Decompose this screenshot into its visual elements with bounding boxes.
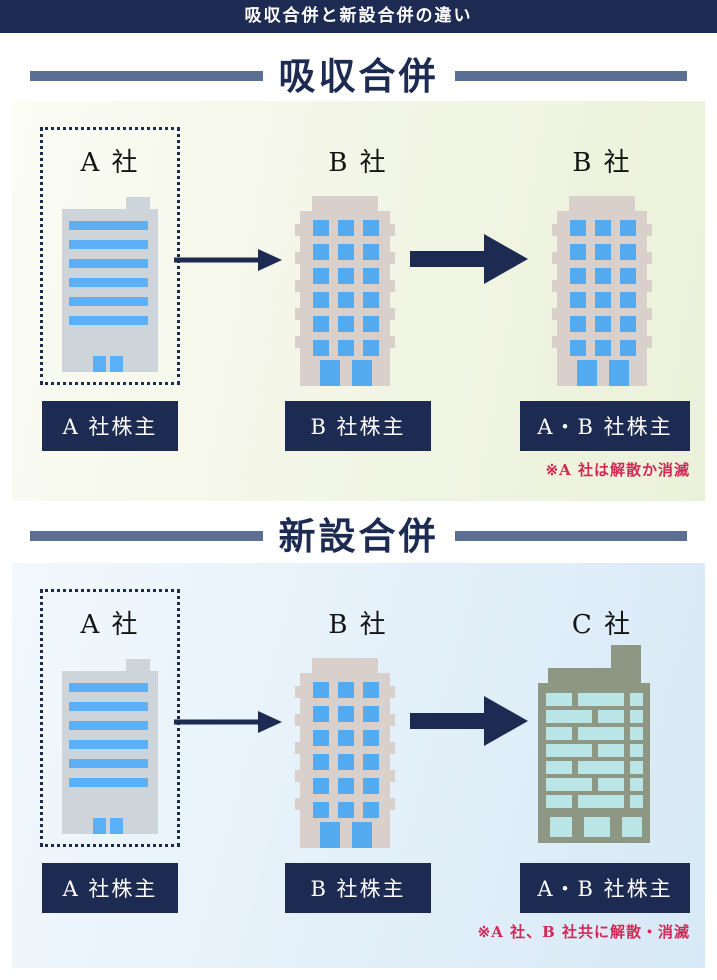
shareholder-badge-b: B 社株主: [285, 401, 431, 451]
section-title-row-consolidation: 新設合併: [30, 513, 687, 559]
building-a-icon: [62, 197, 158, 372]
company-label-a: A 社: [80, 148, 140, 178]
shareholder-badge-result: A・B 社株主: [520, 401, 690, 451]
title-divider-bar: [30, 71, 263, 81]
title-divider-bar: [30, 531, 263, 541]
company-label-a: A 社: [80, 610, 140, 640]
building-b-icon: [295, 196, 395, 386]
company-label-b: B 社: [328, 610, 388, 640]
arrow-right-thin-icon: [174, 707, 282, 737]
panel-consolidation: A 社 B 社 C 社 A 社株主 B 社株主 A・B 社株主 ※A 社、B 社…: [12, 563, 705, 968]
arrow-right-bold-icon: [410, 234, 528, 284]
shareholder-badge-b: B 社株主: [285, 863, 431, 913]
arrow-right-thin-icon: [174, 245, 282, 275]
dissolution-note: ※A 社は解散か消滅: [545, 461, 690, 479]
section-title-absorption: 吸収合併: [278, 53, 439, 98]
dotted-highlight-box: [40, 589, 180, 847]
panel-absorption: A 社 B 社 B 社 A 社株主 B 社株主 A・B 社株主 ※A 社は解散か…: [12, 101, 705, 501]
shareholder-badge-a: A 社株主: [42, 401, 178, 451]
arrow-right-bold-icon: [410, 696, 528, 746]
dissolution-note: ※A 社、B 社共に解散・消滅: [477, 923, 690, 941]
title-divider-bar: [454, 531, 687, 541]
company-label-result: B 社: [572, 148, 632, 178]
page-title: 吸収合併と新設合併の違い: [244, 6, 473, 26]
shareholder-badge-result: A・B 社株主: [520, 863, 690, 913]
shareholder-badge-a: A 社株主: [42, 863, 178, 913]
building-c-icon: [538, 645, 650, 843]
header-bar: 吸収合併と新設合併の違い: [0, 0, 717, 33]
company-label-result: C 社: [571, 610, 633, 640]
title-divider-bar: [454, 71, 687, 81]
dotted-highlight-box: [40, 127, 180, 385]
building-a-icon: [62, 659, 158, 834]
building-b-icon: [295, 658, 395, 848]
section-title-row-absorption: 吸収合併: [30, 53, 687, 99]
section-title-consolidation: 新設合併: [278, 513, 439, 558]
company-label-b: B 社: [328, 148, 388, 178]
building-b-icon: [552, 196, 652, 386]
